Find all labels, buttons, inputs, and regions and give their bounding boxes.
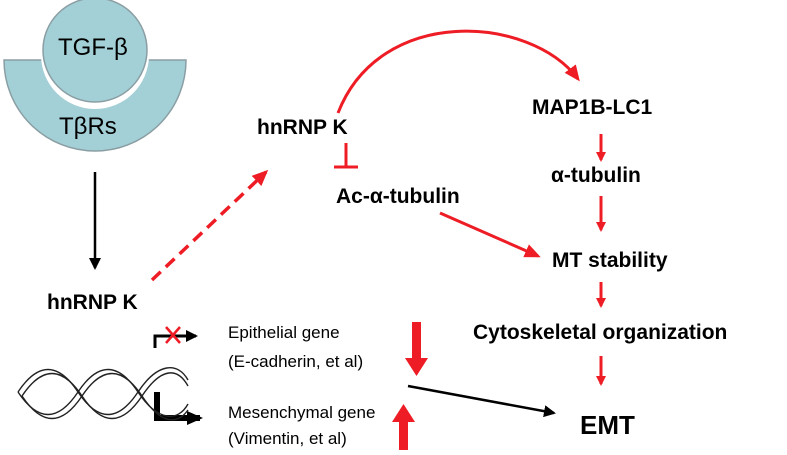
epithelial-examples-label: (E-cadherin, et al) xyxy=(228,352,364,371)
receptor-label: TβRs xyxy=(59,113,117,140)
dna-helix-icon xyxy=(17,367,189,421)
alpha-tubulin-label: α-tubulin xyxy=(551,164,641,187)
cross-icon xyxy=(165,326,181,344)
map1b-label: MAP1B-LC1 xyxy=(532,96,653,119)
emt-label: EMT xyxy=(580,410,635,440)
dashed-arrow xyxy=(150,169,269,282)
mesenchymal-gene-label: Mesenchymal gene xyxy=(228,403,376,422)
mt-stability-label: MT stability xyxy=(552,249,668,272)
up-arrow-icon xyxy=(392,404,415,450)
ac-tubulin-label: Ac-α-tubulin xyxy=(336,185,460,208)
ligand-label: TGF-β xyxy=(58,34,128,61)
curved-arrow xyxy=(336,29,580,114)
mesenchymal-to-emt-arrow xyxy=(407,384,556,418)
cytoskeletal-label: Cytoskeletal organization xyxy=(473,321,728,344)
hnrnpk-bottom-label: hnRNP K xyxy=(47,291,138,314)
mesenchymal-examples-label: (Vimentin, et al) xyxy=(228,429,347,448)
ac-tubulin-to-mt-arrow xyxy=(439,211,541,258)
epithelial-gene-label: Epithelial gene xyxy=(228,323,340,342)
down-arrow-icon xyxy=(405,322,428,376)
epithelial-promoter-arrow xyxy=(153,330,198,348)
hnrnpk-top-label: hnRNP K xyxy=(257,116,348,139)
mesenchymal-promoter-arrow xyxy=(154,392,203,425)
